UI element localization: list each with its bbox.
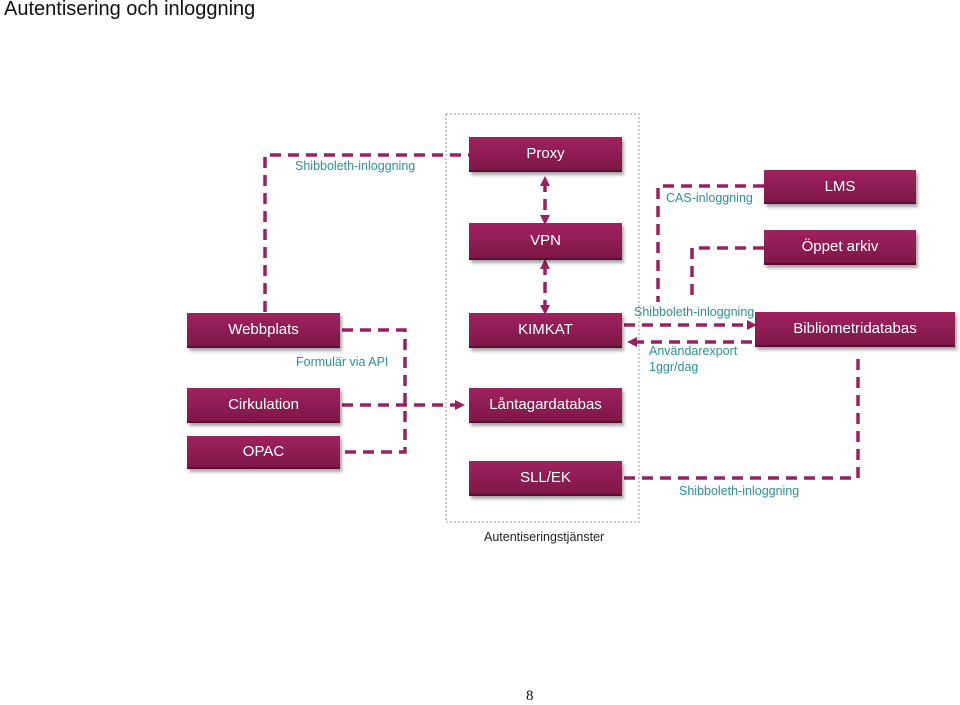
label-anvandarexport-2: 1ggr/dag (649, 360, 699, 374)
page-title: Autentisering och inloggning (4, 0, 256, 20)
vpn-box: VPN (469, 223, 622, 260)
line-webbplats-formular (342, 328, 407, 454)
kimkat-box: KIMKAT (469, 313, 622, 348)
sll-ek-box: SLL/EK (469, 461, 622, 496)
lms-box: LMS (764, 170, 916, 204)
group-caption: Autentiseringstjänster (484, 530, 605, 544)
label-anvandarexport-1: Användarexport (649, 344, 738, 358)
label-shibboleth-mid: Shibboleth-inloggning (634, 305, 755, 319)
line-lms-cas (656, 184, 764, 302)
oppet-arkiv-box: Öppet arkiv (764, 230, 916, 265)
opac-box: OPAC (187, 436, 340, 469)
proxy-box: Proxy (469, 137, 622, 172)
page-number: 8 (526, 688, 534, 704)
line-sllek-bibliometri (624, 352, 860, 480)
line-oppet-arkiv (690, 246, 764, 302)
webbplats-box: Webbplats (187, 313, 340, 348)
cirkulation-box: Cirkulation (187, 388, 340, 423)
authentication-services-group (445, 113, 640, 523)
bibliometridatabas-box: Bibliometridatabas (755, 312, 955, 347)
label-formular: Formulär via API (296, 355, 389, 369)
label-cas: CAS-inloggning (666, 191, 753, 205)
line-webbplats-proxy (263, 153, 469, 312)
label-shibboleth-top: Shibboleth-inloggning (295, 159, 416, 173)
lantagardatabas-box: Låntagardatabas (469, 388, 622, 423)
label-shibboleth-bottom: Shibboleth-inloggning (679, 484, 800, 498)
